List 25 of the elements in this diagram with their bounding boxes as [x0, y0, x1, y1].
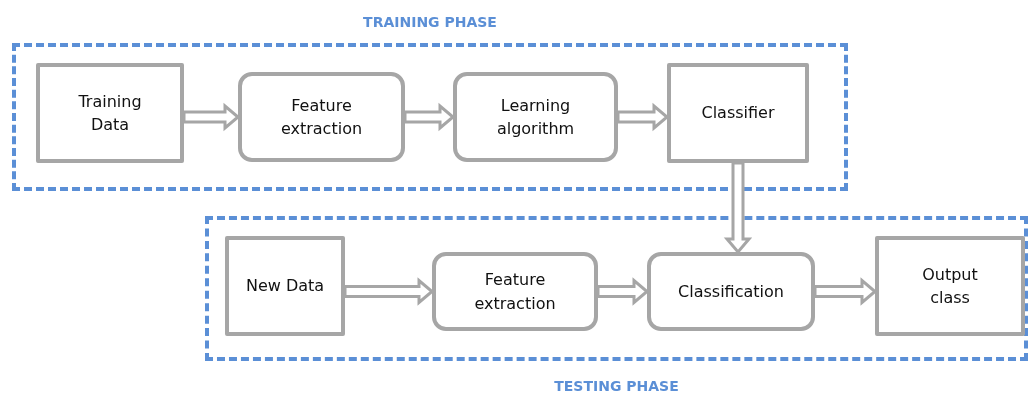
- data-box: [36, 63, 184, 163]
- data-box: [667, 63, 809, 163]
- box-label: Feature extraction: [473, 269, 557, 315]
- block-arrow: [343, 277, 435, 306]
- block-arrow: [182, 102, 241, 132]
- box-label: Output class: [921, 263, 979, 309]
- box-label: Classification: [677, 280, 785, 303]
- box-label: Feature extraction: [279, 94, 364, 140]
- phase-title: TESTING PHASE: [553, 378, 680, 394]
- box-label: Learning algorithm: [495, 94, 576, 140]
- data-box: [225, 236, 345, 336]
- process-box: [453, 72, 618, 162]
- block-arrow: [723, 161, 753, 255]
- process-box: [647, 252, 815, 331]
- box-label: New Data: [244, 275, 326, 298]
- process-box: [432, 252, 598, 331]
- process-box: [238, 72, 405, 162]
- data-box: [875, 236, 1025, 336]
- box-label: Classifier: [700, 102, 776, 125]
- block-arrow: [813, 277, 878, 306]
- phase-title: TRAINING PHASE: [362, 14, 498, 30]
- block-arrow: [403, 102, 456, 132]
- box-label: Training Data: [77, 90, 143, 136]
- block-arrow: [616, 102, 670, 132]
- block-arrow: [596, 277, 650, 306]
